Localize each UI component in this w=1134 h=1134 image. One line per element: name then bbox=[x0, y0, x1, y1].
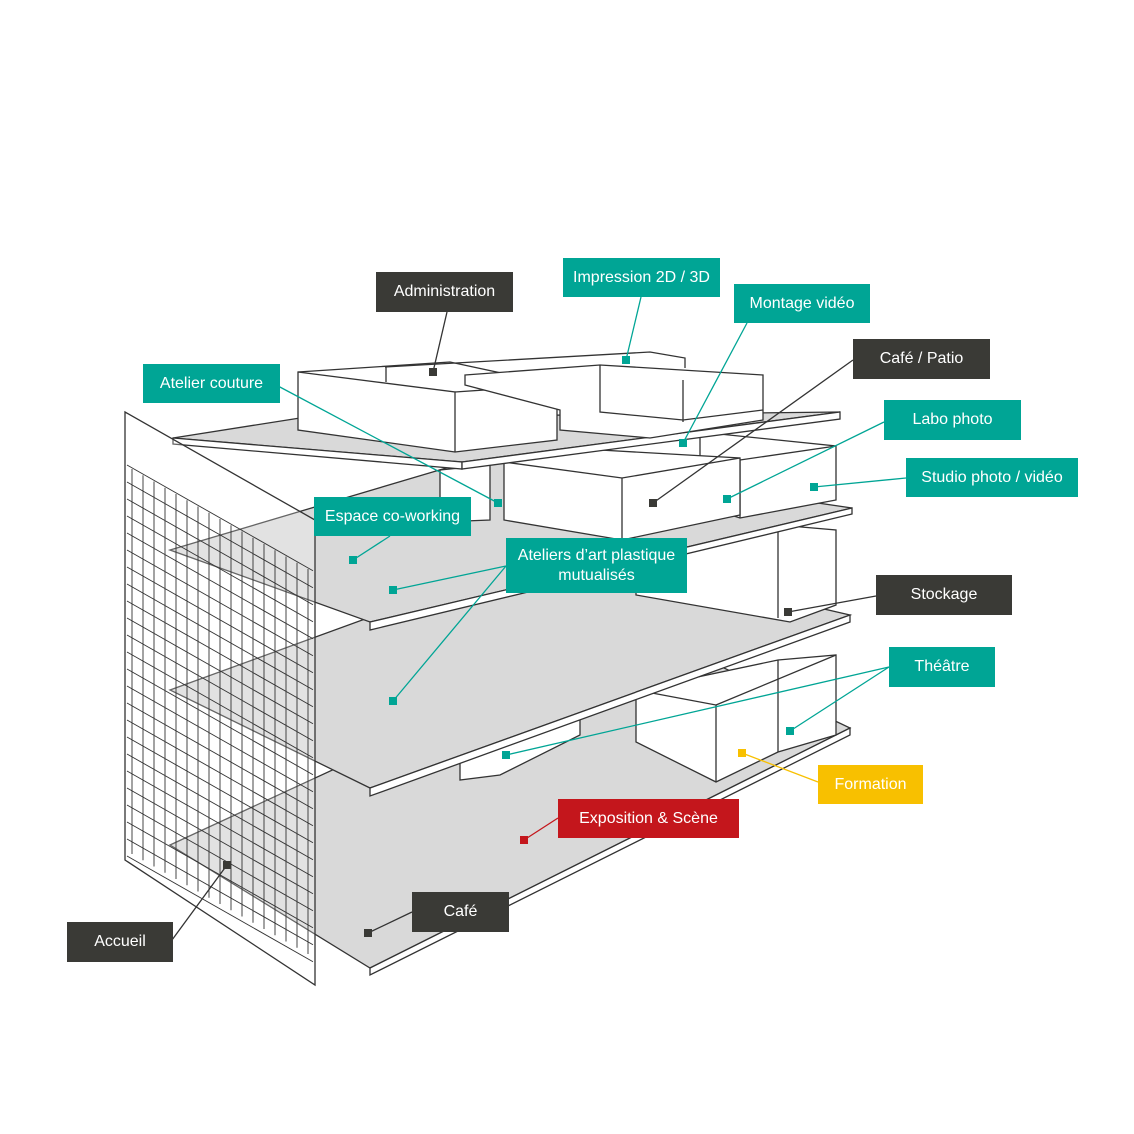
ateliers-line-2: mutualisés bbox=[558, 566, 635, 584]
marker-coworking bbox=[349, 556, 357, 564]
label-atelier-couture: Atelier couture bbox=[143, 364, 280, 403]
marker-dots bbox=[223, 356, 818, 937]
marker-exposition bbox=[520, 836, 528, 844]
marker-studio bbox=[810, 483, 818, 491]
facade-window-grid bbox=[126, 464, 314, 963]
leader-lines bbox=[171, 296, 907, 941]
marker-montage bbox=[679, 439, 687, 447]
theatre-box bbox=[635, 654, 837, 783]
marker-atelier-couture bbox=[494, 499, 502, 507]
label-ateliers-art-plastique: Ateliers d’art plastique mutualisés bbox=[506, 538, 687, 593]
marker-administration bbox=[429, 368, 437, 376]
marker-impression bbox=[622, 356, 630, 364]
label-stockage: Stockage bbox=[876, 575, 1012, 615]
label-espace-coworking: Espace co-working bbox=[314, 497, 471, 536]
marker-ateliers-1 bbox=[389, 586, 397, 594]
marker-accueil bbox=[223, 861, 231, 869]
marker-ateliers-2 bbox=[389, 697, 397, 705]
label-cafe: Café bbox=[412, 892, 509, 932]
label-exposition-scene: Exposition & Scène bbox=[558, 799, 739, 838]
marker-stockage bbox=[784, 608, 792, 616]
building-structure bbox=[124, 351, 853, 987]
ateliers-line-1: Ateliers d’art plastique bbox=[517, 546, 676, 564]
label-montage-video: Montage vidéo bbox=[734, 284, 870, 323]
label-impression-2d-3d: Impression 2D / 3D bbox=[563, 258, 720, 297]
label-formation: Formation bbox=[818, 765, 923, 804]
label-accueil: Accueil bbox=[67, 922, 173, 962]
label-administration: Administration bbox=[376, 272, 513, 312]
label-cafe-patio: Café / Patio bbox=[853, 339, 990, 379]
marker-theatre-2 bbox=[786, 727, 794, 735]
marker-formation bbox=[738, 749, 746, 757]
marker-cafe bbox=[364, 929, 372, 937]
marker-labo bbox=[723, 495, 731, 503]
label-studio-photo-video: Studio photo / vidéo bbox=[906, 458, 1078, 497]
marker-cafe-patio bbox=[649, 499, 657, 507]
marker-theatre-1 bbox=[502, 751, 510, 759]
label-labo-photo: Labo photo bbox=[884, 400, 1021, 440]
label-theatre: Théâtre bbox=[889, 647, 995, 687]
